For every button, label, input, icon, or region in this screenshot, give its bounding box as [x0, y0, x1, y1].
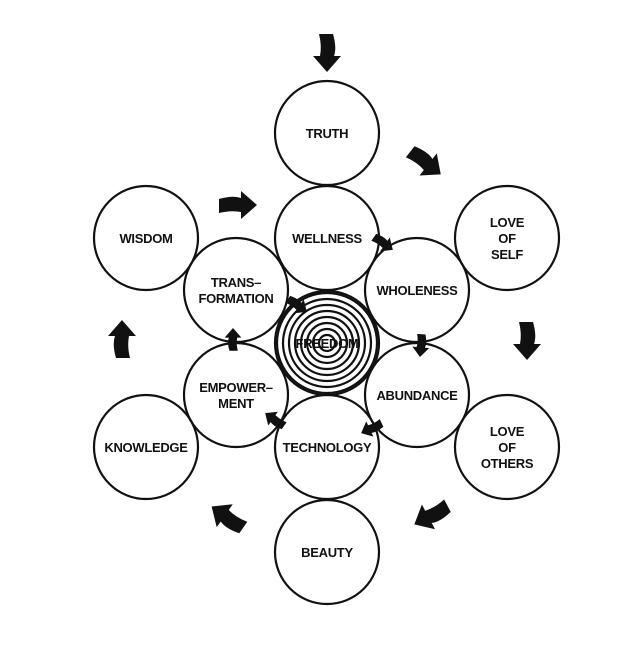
- node-label: WHOLENESS: [376, 283, 458, 298]
- node-label: OTHERS: [481, 456, 534, 471]
- node-wisdom: WISDOM: [92, 184, 200, 292]
- node-label: OF: [498, 440, 516, 455]
- node-abundance: ABUNDANCE: [363, 341, 471, 449]
- node-label: TRUTH: [306, 126, 349, 141]
- node-label: OF: [498, 231, 516, 246]
- node-circle: [453, 184, 561, 292]
- node-technology: TECHNOLOGY: [273, 393, 381, 501]
- arrow-icon: [219, 191, 257, 219]
- node-label: BEAUTY: [301, 545, 353, 560]
- concentric-ring: [275, 291, 379, 395]
- concentric-ring: [311, 327, 343, 359]
- node-label: FORMATION: [198, 291, 273, 306]
- concentric-ring: [299, 315, 355, 371]
- node-wellness: WELLNESS: [273, 184, 381, 292]
- node-circle: [363, 341, 471, 449]
- arrow-icon: [371, 233, 393, 252]
- arrow-icon: [211, 504, 248, 534]
- arrow-icon: [412, 333, 430, 357]
- node-circle: [92, 184, 200, 292]
- node-transformation: TRANS–FORMATION: [182, 236, 290, 344]
- node-label: LOVE: [490, 215, 525, 230]
- concentric-ring: [293, 309, 361, 377]
- node-truth: TRUTH: [273, 79, 381, 187]
- arrow-icon: [265, 411, 287, 430]
- arrow-icon: [285, 295, 307, 314]
- node-label: TRANS–: [211, 275, 261, 290]
- arrow-icon: [513, 322, 541, 360]
- node-label: WELLNESS: [292, 231, 362, 246]
- concentric-ring: [287, 303, 367, 383]
- node-label: KNOWLEDGE: [104, 440, 188, 455]
- node-label: WISDOM: [119, 231, 172, 246]
- arrow-icon: [361, 419, 384, 437]
- arrow-icon: [108, 320, 136, 358]
- concentric-ring: [317, 333, 337, 353]
- node-circle: [273, 498, 381, 606]
- node-circle: [182, 341, 290, 449]
- node-label: MENT: [218, 396, 254, 411]
- arrow-icon: [414, 499, 451, 530]
- node-circle: [182, 236, 290, 344]
- node-beauty: BEAUTY: [273, 498, 381, 606]
- node-wholeness: WHOLENESS: [363, 236, 471, 344]
- arrow-icon: [405, 146, 441, 176]
- node-knowledge: KNOWLEDGE: [92, 393, 200, 501]
- concentric-ring: [281, 297, 373, 389]
- node-label: TECHNOLOGY: [283, 440, 372, 455]
- node-circle: [92, 393, 200, 501]
- node-empowerment: EMPOWER–MENT: [182, 341, 290, 449]
- node-label: LOVE: [490, 424, 525, 439]
- arrow-icon: [313, 34, 341, 72]
- concentric-ring: [305, 321, 349, 365]
- node-label: ABUNDANCE: [376, 388, 458, 403]
- node-freedom: FREEDOM: [273, 289, 381, 397]
- node-label: FREEDOM: [296, 336, 359, 351]
- node-circle: [453, 393, 561, 501]
- node-label: SELF: [491, 247, 523, 262]
- arrow-icon: [224, 327, 242, 351]
- node-label: EMPOWER–: [199, 380, 273, 395]
